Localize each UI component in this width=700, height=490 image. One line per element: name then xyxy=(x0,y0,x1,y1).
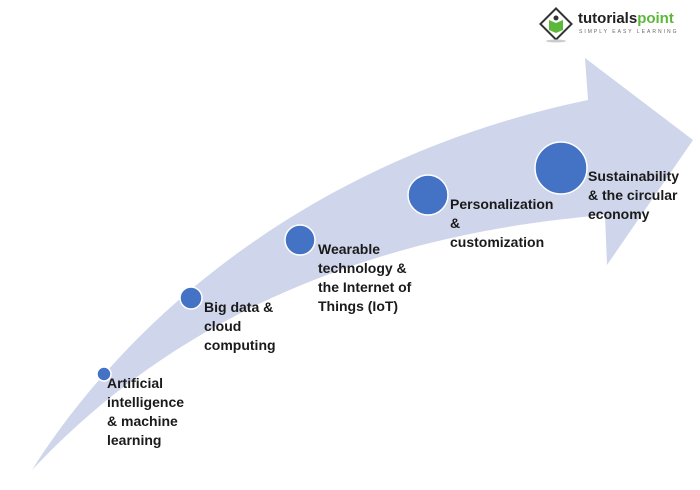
step-label-3: Wearable technology & the Internet of Th… xyxy=(318,241,412,314)
step-label-1: Artificial intelligence & machine learni… xyxy=(107,375,185,448)
step-circle-4 xyxy=(407,174,449,216)
step-label-2: Big data & cloud computing xyxy=(204,299,276,353)
tutorialspoint-logo: tutorialspoint SIMPLY EASY LEARNING xyxy=(538,6,688,44)
step-label-4: Personalization & customization xyxy=(450,196,554,250)
step-circle-3 xyxy=(284,224,316,256)
logo-name-part1: tutorials xyxy=(578,10,638,27)
arrow-shape xyxy=(32,58,693,470)
logo-book-icon xyxy=(539,7,573,43)
step-label-5: Sustainability & the circular economy xyxy=(588,168,680,222)
step-circle-5 xyxy=(534,141,588,195)
step-circle-2 xyxy=(179,286,203,310)
step-circle-1 xyxy=(96,366,112,382)
logo-tagline: SIMPLY EASY LEARNING xyxy=(579,29,679,35)
logo-name-part2: point xyxy=(637,10,674,27)
